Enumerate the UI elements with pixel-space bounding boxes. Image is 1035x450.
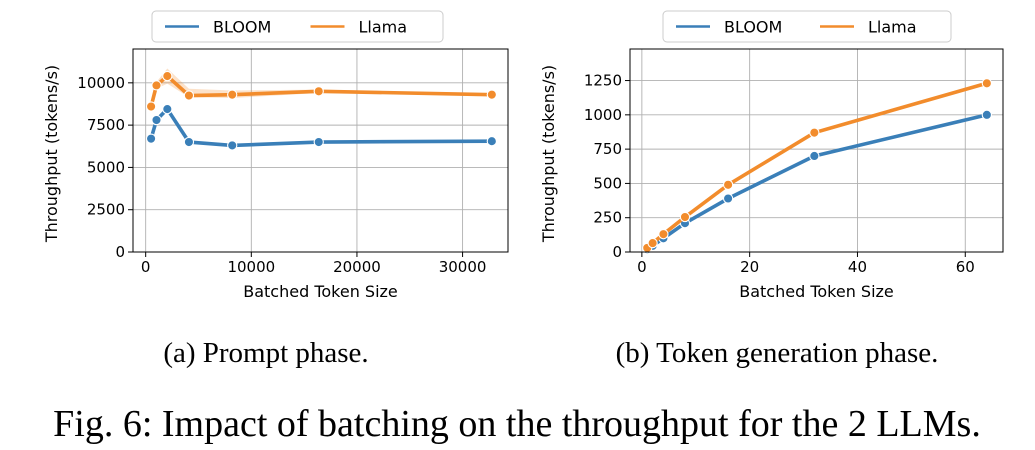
data-point-llama bbox=[183, 90, 195, 101]
x-tick-label: 10000 bbox=[227, 258, 275, 276]
data-point-bloom bbox=[722, 193, 734, 204]
plot-frame bbox=[629, 48, 1004, 253]
x-tick-label: 20 bbox=[740, 258, 759, 276]
y-tick-label: 0 bbox=[612, 243, 622, 261]
data-point-bloom bbox=[162, 103, 173, 115]
data-point-llama bbox=[151, 80, 162, 91]
data-point-bloom bbox=[183, 136, 195, 148]
series-line-llama bbox=[645, 81, 989, 250]
data-point-bloom bbox=[145, 133, 157, 144]
x-axis-label: Batched Token Size bbox=[243, 282, 398, 301]
x-tick-label: 0 bbox=[141, 258, 151, 276]
data-point-llama bbox=[981, 78, 992, 89]
data-point-llama bbox=[313, 86, 324, 97]
figure-caption: Fig. 6: Impact of batching on the throug… bbox=[53, 403, 981, 445]
y-tick-label: 5000 bbox=[87, 158, 125, 176]
y-tick-label: 500 bbox=[593, 174, 622, 192]
legend-label-llama: Llama bbox=[868, 18, 917, 37]
x-tick-label: 40 bbox=[848, 258, 867, 276]
data-point-bloom bbox=[486, 136, 497, 147]
x-tick-label: 30000 bbox=[439, 258, 487, 276]
data-point-llama bbox=[145, 101, 157, 112]
y-tick-label: 1000 bbox=[584, 106, 622, 124]
y-axis-label: Throughput (tokens/s) bbox=[42, 65, 61, 243]
data-point-llama bbox=[658, 229, 669, 240]
data-point-bloom bbox=[227, 140, 238, 151]
y-tick-label: 750 bbox=[593, 140, 622, 158]
y-tick-label: 7500 bbox=[87, 116, 125, 134]
plot-frame bbox=[132, 48, 509, 253]
y-tick-label: 10000 bbox=[77, 74, 125, 92]
data-point-llama bbox=[809, 127, 820, 138]
legend-label-llama: Llama bbox=[359, 18, 408, 37]
data-point-bloom bbox=[809, 150, 820, 162]
y-tick-label: 2500 bbox=[87, 201, 125, 219]
legend-label-bloom: BLOOM bbox=[724, 18, 782, 37]
legend-box bbox=[662, 10, 952, 43]
data-point-llama bbox=[647, 237, 658, 249]
y-tick-label: 0 bbox=[115, 243, 125, 261]
x-tick-label: 60 bbox=[956, 258, 975, 276]
x-axis-label: Batched Token Size bbox=[739, 282, 894, 301]
data-point-llama bbox=[227, 89, 238, 100]
data-point-bloom bbox=[151, 114, 162, 126]
x-tick-label: 20000 bbox=[333, 258, 381, 276]
data-point-bloom bbox=[981, 109, 992, 120]
data-point-llama bbox=[162, 70, 173, 82]
data-point-llama bbox=[722, 179, 734, 190]
legend-label-bloom: BLOOM bbox=[213, 18, 271, 37]
data-point-llama bbox=[486, 89, 497, 100]
subcaption-a: (a) Prompt phase. bbox=[163, 337, 368, 369]
data-point-llama bbox=[679, 211, 691, 223]
y-axis-label: Throughput (tokens/s) bbox=[539, 65, 558, 243]
chart-prompt-phase: 0 10000 20000 30000 0 2500 5000 7500 10000Batche… bbox=[42, 10, 509, 301]
subcaption-b: (b) Token generation phase. bbox=[616, 337, 939, 369]
data-point-bloom bbox=[313, 136, 324, 148]
x-tick-label: 0 bbox=[637, 258, 647, 276]
legend-box bbox=[151, 10, 444, 43]
y-tick-label: 250 bbox=[593, 209, 622, 227]
y-tick-label: 1250 bbox=[584, 72, 622, 90]
